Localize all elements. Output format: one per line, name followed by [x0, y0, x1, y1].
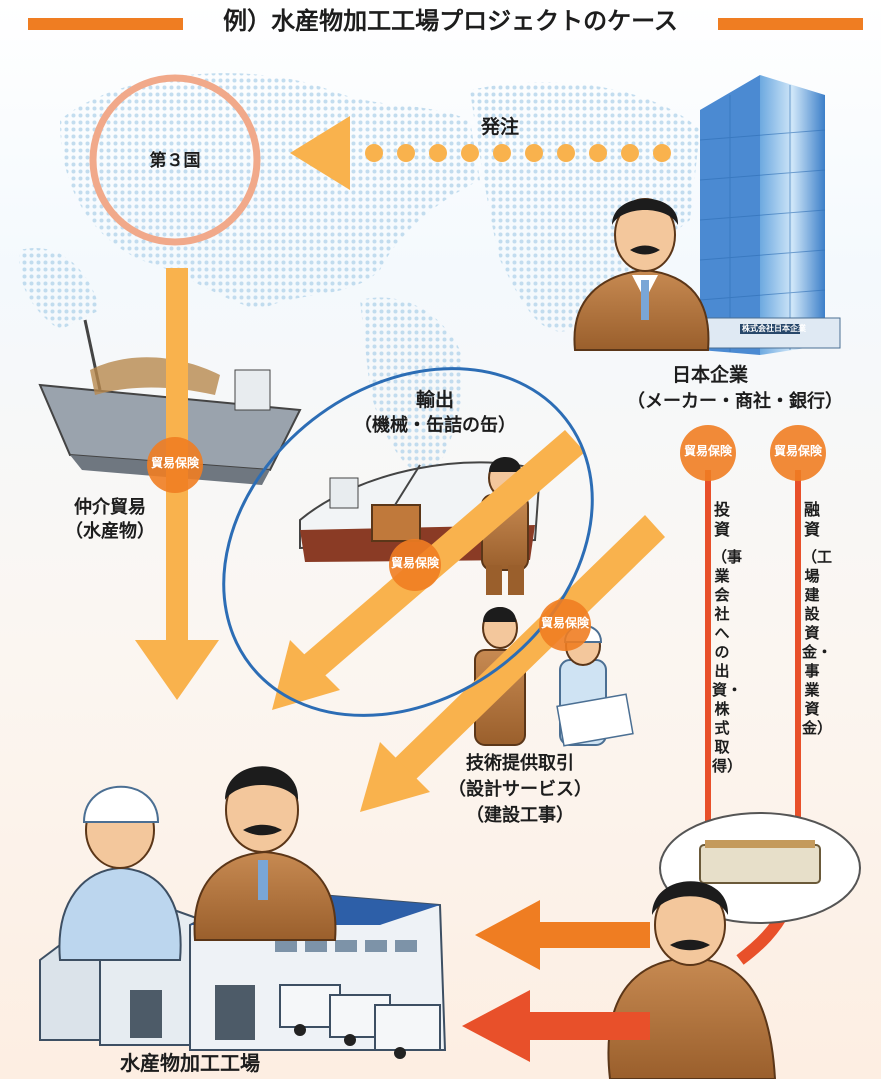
construction-label: （建設工事） [466, 805, 574, 826]
headquarters-building [689, 75, 841, 355]
financing-label: 融資 [803, 500, 820, 539]
insurance-stamp: 貿易保険 [540, 616, 589, 630]
insurance-stamp: 貿易保険 [150, 456, 199, 470]
intermediary-trade-label: 仲介貿易 [74, 497, 146, 518]
export-label: 輸出 [415, 389, 454, 411]
businessman-figure [573, 198, 710, 351]
third-country-label: 第３国 [149, 151, 201, 171]
tech-transaction-label: 技術提供取引 [466, 753, 574, 774]
order-dotted-arrow [290, 116, 671, 190]
banker-figure [607, 881, 777, 1079]
insurance-stamp: 貿易保険 [390, 556, 439, 570]
design-service-label: （設計サービス） [448, 779, 592, 800]
investment-label: 投資 [713, 500, 730, 539]
building-sign: 株式会社日本企業 [742, 324, 806, 333]
capital-arrows [462, 900, 650, 1062]
order-label: 発注 [480, 116, 519, 138]
world-map [19, 73, 700, 480]
japanese-company-label: 日本企業 [671, 364, 748, 386]
export-goods-label: （機械・缶詰の缶） [354, 415, 516, 436]
financing-detail-label: （工場建設資金・事業資金） [802, 548, 833, 737]
investment-detail-label: （事業会社への出資・株式取得） [712, 548, 743, 775]
title-bar-left [28, 18, 183, 30]
japanese-company-types-label: （メーカー・商社・銀行） [627, 391, 843, 412]
title-bar-right [718, 18, 863, 30]
intermediary-goods-label: （水産物） [65, 521, 155, 542]
insurance-stamp: 貿易保険 [683, 444, 732, 458]
flow-arrows [135, 268, 665, 812]
insurance-stamp: 貿易保険 [773, 444, 822, 458]
title-row: 例）水産物加工工場プロジェクトのケース [0, 6, 881, 40]
export-highlight-ellipse [222, 367, 594, 717]
factory-workers [58, 766, 337, 961]
page-title: 例）水産物加工工場プロジェクトのケース [223, 7, 678, 35]
delivery-trucks [279, 984, 441, 1059]
factory-label: 水産物加工工場 [120, 1051, 260, 1075]
insurance-stamps [147, 425, 826, 651]
third-country-circle [89, 74, 261, 246]
